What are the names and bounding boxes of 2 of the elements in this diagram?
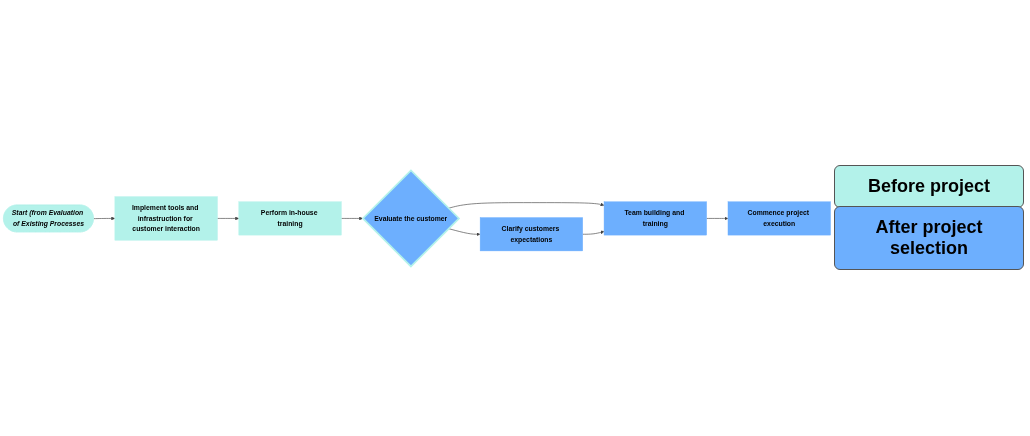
legend-item: After project selection [834, 205, 1024, 270]
legend-item: Before project [834, 164, 1024, 208]
